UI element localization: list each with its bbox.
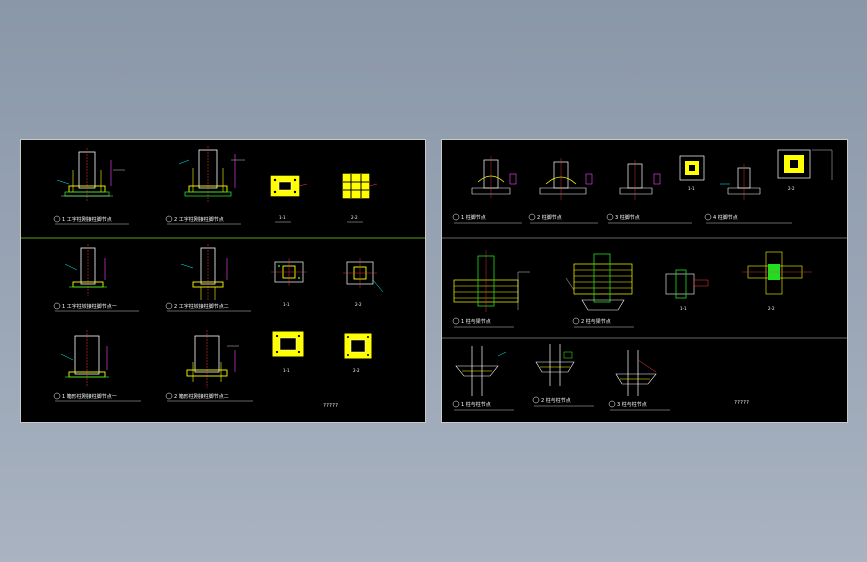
column-base-elevation-1[interactable]: [56, 148, 125, 202]
caption-l6: 2 箱形柱刚接柱脚节点二: [174, 393, 229, 400]
section-2-2-box[interactable]: [344, 333, 372, 359]
caption-l2: 2 工字柱刚接柱脚节点: [174, 216, 224, 223]
base-plan-4[interactable]: [777, 149, 833, 180]
column-base-elevation-6[interactable]: [186, 330, 239, 388]
base-detail-1[interactable]: [471, 156, 517, 198]
base-detail-2[interactable]: [539, 158, 593, 200]
section-label-r1: 1-1: [688, 186, 695, 191]
caption-l5: 1 箱形柱刚接柱脚节点一: [62, 393, 117, 400]
caption-r6: 2 柱与梁节点: [581, 318, 611, 325]
sheet-stamp-left: ?????: [323, 403, 338, 409]
drawing-sheet-right[interactable]: 1-1 2-2 1 柱脚节点 2 柱脚节点 3 柱脚节点 4 柱脚节点: [441, 139, 848, 423]
drawing-sheet-left[interactable]: 1 工字柱刚接柱脚节点 2 工字柱刚接柱脚节点 1-1 2-2: [20, 139, 426, 423]
caption-r2: 2 柱脚节点: [537, 214, 562, 221]
section-label-l5: 1-1: [283, 368, 290, 373]
column-base-elevation-2[interactable]: [178, 146, 245, 202]
section-label-l4: 2-2: [355, 302, 362, 307]
column-base-elevation-4[interactable]: [180, 244, 228, 300]
sheet-stamp-right: ?????: [734, 400, 749, 406]
caption-r3: 3 柱脚节点: [615, 214, 640, 221]
column-splice-3[interactable]: [615, 350, 657, 396]
section-label-r3: 1-1: [680, 306, 687, 311]
caption-r1: 1 柱脚节点: [461, 214, 486, 221]
section-2-2-hinged[interactable]: [343, 258, 384, 293]
section-2-2-plan[interactable]: [342, 173, 378, 199]
section-label-r2: 2-2: [788, 186, 795, 191]
cad-drawing-left: 1 工字柱刚接柱脚节点 2 工字柱刚接柱脚节点 1-1 2-2: [21, 146, 425, 409]
beam-column-joint-2[interactable]: [565, 253, 633, 311]
column-base-elevation-5[interactable]: [60, 330, 109, 386]
base-plan-3[interactable]: [679, 155, 705, 181]
caption-r4: 4 柱脚节点: [713, 214, 738, 221]
caption-r8: 2 柱与柱节点: [541, 397, 571, 404]
beam-column-section-1-1[interactable]: [665, 269, 709, 299]
beam-column-section-2-2[interactable]: [742, 251, 812, 295]
section-label-l3: 1-1: [283, 302, 290, 307]
column-base-elevation-3[interactable]: [64, 244, 107, 296]
caption-l4: 2 工字柱铰接柱脚节点二: [174, 303, 229, 310]
caption-l3: 1 工字柱铰接柱脚节点一: [62, 303, 117, 310]
caption-l1: 1 工字柱刚接柱脚节点: [62, 216, 112, 223]
section-label-l1: 1-1: [279, 215, 286, 220]
caption-r7: 1 柱与柱节点: [461, 401, 491, 408]
base-detail-4[interactable]: [720, 164, 761, 200]
section-label-r4: 2-2: [768, 306, 775, 311]
section-1-1-hinged[interactable]: [271, 258, 307, 286]
caption-r9: 3 柱与柱节点: [617, 401, 647, 408]
section-label-l6: 2-2: [353, 368, 360, 373]
section-1-1-box[interactable]: [272, 331, 304, 357]
beam-column-joint-1[interactable]: [453, 250, 530, 312]
section-1-1-plan[interactable]: [270, 175, 308, 197]
cad-drawing-right: 1-1 2-2 1 柱脚节点 2 柱脚节点 3 柱脚节点 4 柱脚节点: [442, 149, 847, 411]
base-detail-3[interactable]: [619, 160, 661, 200]
section-label-l2: 2-2: [351, 215, 358, 220]
column-splice-1[interactable]: [455, 346, 507, 396]
column-splice-2[interactable]: [535, 344, 575, 386]
caption-r5: 1 柱与梁节点: [461, 318, 491, 325]
